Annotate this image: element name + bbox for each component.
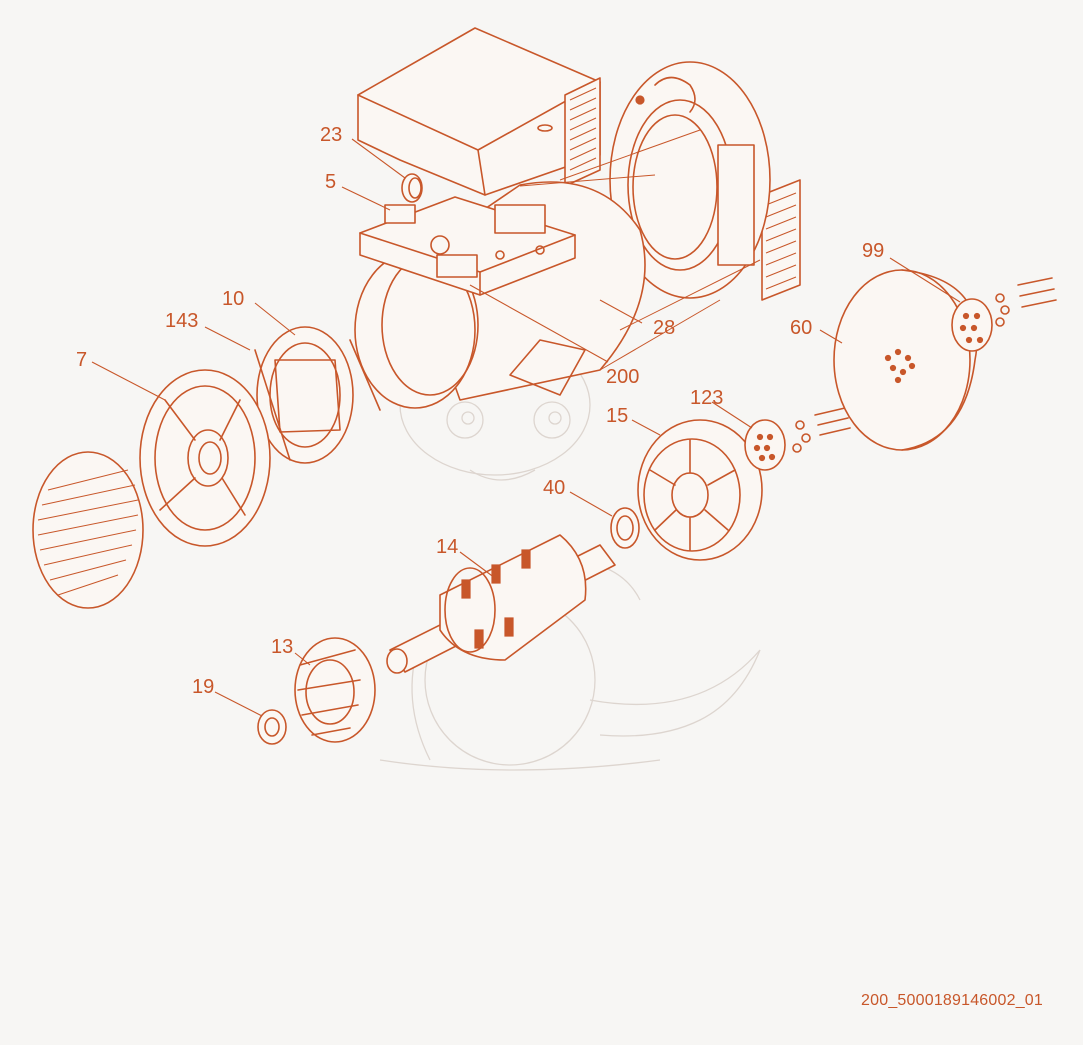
rear-frame: [609, 61, 771, 299]
callout-200: 200: [606, 366, 639, 388]
bearing-40: [610, 507, 640, 549]
callout-143: 143: [165, 310, 198, 332]
callout-123: 123: [690, 387, 723, 409]
callout-10: 10: [222, 288, 244, 310]
grille-cover: [32, 451, 144, 609]
end-shield: [139, 369, 271, 547]
callout-99: 99: [862, 240, 884, 262]
rectifier-disc: [744, 419, 786, 471]
terminal-box-cover: [357, 27, 601, 196]
cover-plate-99: [951, 298, 993, 352]
rotor: [386, 534, 616, 674]
callout-23: 23: [320, 124, 342, 146]
end-cover-hole-pattern: [884, 348, 916, 384]
callout-60: 60: [790, 317, 812, 339]
callout-28: 28: [653, 317, 675, 339]
end-cover: [833, 269, 978, 451]
callout-5: 5: [325, 171, 336, 193]
bearing-19: [257, 709, 287, 745]
callout-13: 13: [271, 636, 293, 658]
exciter-stator: [254, 326, 381, 464]
hardware-set-99: [995, 277, 1057, 327]
callout-14: 14: [436, 536, 458, 558]
drawing-id: 200_5000189146002_01: [861, 992, 1043, 1009]
ventilation-grille-upper: [564, 77, 601, 187]
terminal-plate: [359, 196, 576, 296]
callout-40: 40: [543, 477, 565, 499]
cap-part: [401, 173, 423, 203]
fan: [637, 419, 763, 561]
leader-lines: [91, 138, 961, 717]
callout-15: 15: [606, 405, 628, 427]
stator-housing: [354, 129, 761, 409]
exciter-rotor: [294, 637, 376, 743]
callout-19: 19: [192, 676, 214, 698]
ventilation-grille-lower: [761, 179, 801, 301]
callout-7: 7: [76, 349, 87, 371]
hardware-set-123: [792, 407, 851, 453]
